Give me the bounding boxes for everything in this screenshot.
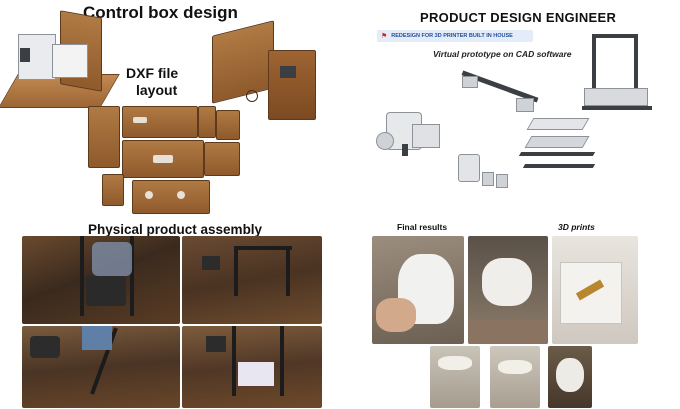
dxf-label-line1: DXF file — [126, 65, 179, 81]
assembly-photo-grid — [22, 236, 322, 408]
flag-icon: ⚑ — [381, 33, 388, 40]
dxf-panel-layout — [86, 104, 246, 216]
assembly-title: Physical product assembly — [88, 222, 263, 237]
skull-print-table-photo — [468, 236, 548, 344]
print-progress-photo-2 — [490, 346, 540, 408]
extruder-assembly-render — [372, 104, 452, 160]
redesign-banner: ⚑ REDESIGN FOR 3D PRINTER BUILT IN HOUSE — [377, 30, 533, 42]
dxf-label-line2: layout — [136, 82, 178, 98]
cube-print-photo — [552, 236, 638, 344]
3d-prints-label: 3D prints — [558, 222, 595, 232]
cad-render-group — [366, 34, 678, 194]
assembly-photo-4 — [182, 326, 322, 408]
skull-print-closeup-photo — [548, 346, 592, 408]
printer-frame-render — [578, 34, 656, 118]
final-results-label: Final results — [397, 222, 448, 232]
control-box-title: Control box design — [83, 3, 238, 22]
heated-bed-render — [514, 114, 604, 184]
assembly-photo-3 — [22, 326, 180, 408]
assembly-photo-2 — [182, 236, 322, 324]
control-box-render-closed — [202, 20, 320, 122]
bracket-part-render — [458, 154, 480, 182]
print-progress-photo-1 — [430, 346, 480, 408]
assembly-photo-1 — [22, 236, 180, 324]
skull-print-hand-photo — [372, 236, 464, 344]
redesign-banner-text: REDESIGN FOR 3D PRINTER BUILT IN HOUSE — [391, 33, 513, 39]
virtual-prototype-subtitle: Virtual prototype on CAD software — [433, 49, 572, 59]
product-engineer-title: PRODUCT DESIGN ENGINEER — [420, 10, 617, 25]
control-box-render-open — [0, 8, 120, 108]
